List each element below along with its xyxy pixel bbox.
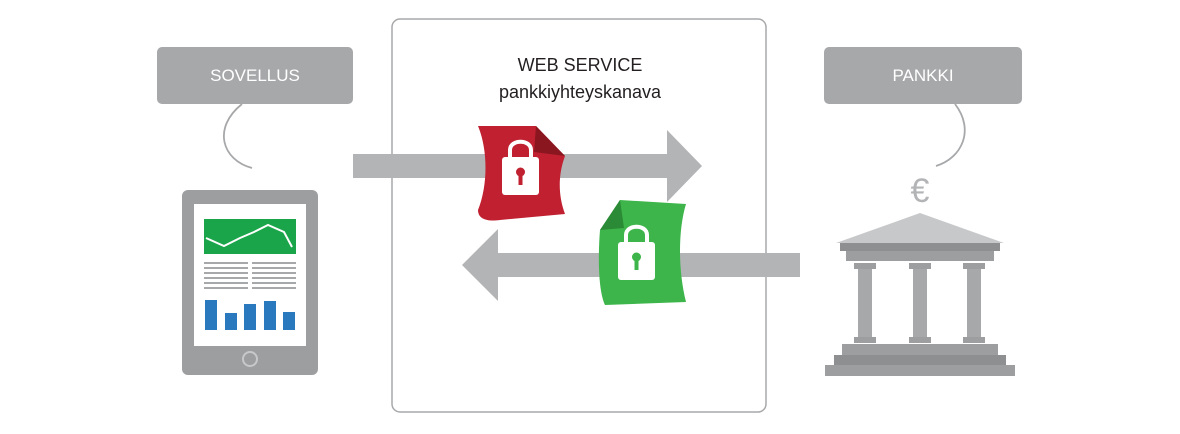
sovellus-label: SOVELLUS	[210, 66, 300, 85]
tablet-line-chart	[204, 219, 296, 254]
pankki-connector	[935, 103, 966, 167]
pankki-label: PANKKI	[892, 66, 953, 85]
sovellus-connector	[223, 103, 253, 169]
sovellus-label-box: SOVELLUS	[157, 47, 353, 104]
web-service-subtitle: pankkiyhteyskanava	[499, 82, 662, 102]
green-encrypted-document	[598, 200, 686, 305]
web-service-title: WEB SERVICE	[518, 55, 643, 75]
lock-icon	[618, 224, 655, 280]
red-encrypted-document	[478, 126, 565, 221]
tablet-chart-line	[205, 223, 293, 248]
tablet-bar-chart	[205, 300, 295, 330]
tablet-text-lines	[204, 262, 296, 289]
tablet-home-button	[242, 351, 258, 367]
tablet-icon	[182, 190, 318, 375]
bank-icon: €	[825, 172, 1015, 376]
euro-symbol: €	[911, 172, 930, 210]
lock-icon	[502, 139, 539, 195]
pankki-label-box: PANKKI	[824, 47, 1022, 104]
web-service-box	[391, 18, 767, 413]
